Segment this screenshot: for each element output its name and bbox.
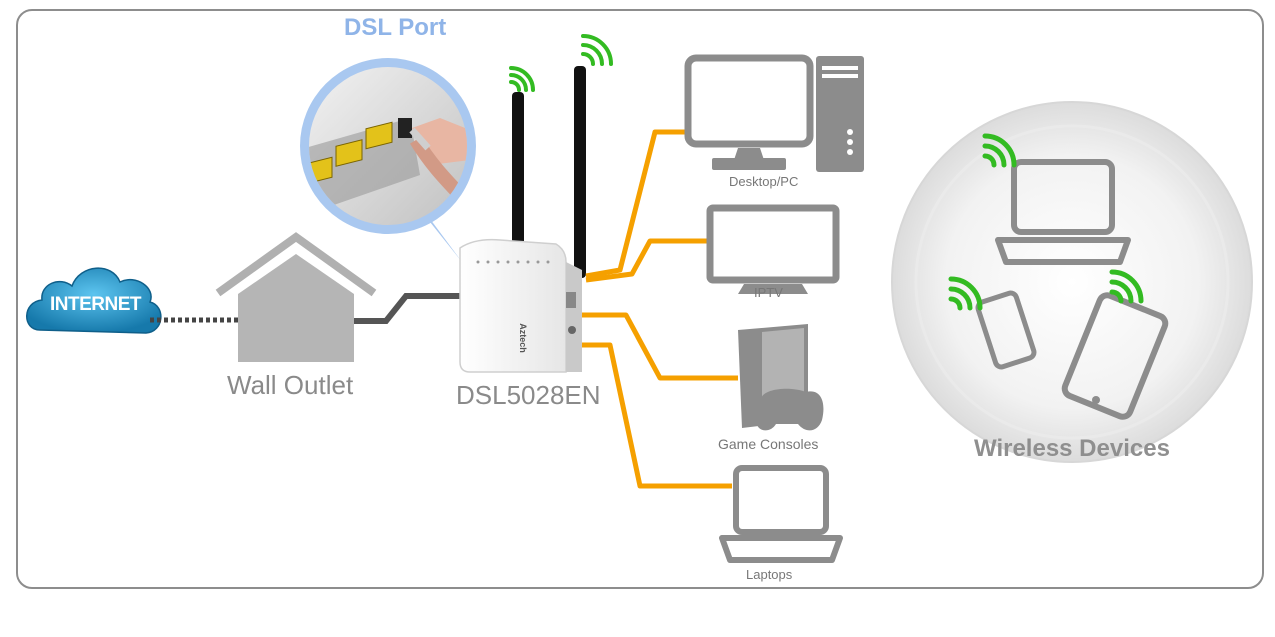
laptop-wired-icon — [719, 465, 843, 563]
internet-cloud-icon — [26, 267, 162, 334]
wall-outlet-house-icon — [215, 232, 377, 362]
wireless-devices-group — [891, 101, 1253, 463]
desktop-pc-icon — [684, 54, 864, 172]
wireless-phone-wifi-icon — [948, 276, 983, 311]
ethernet-line-desktop — [585, 129, 690, 279]
desktop-pc-label: Desktop/PC — [729, 174, 799, 189]
iptv-label: IPTV — [754, 285, 783, 300]
wall-outlet-label: Wall Outlet — [227, 370, 354, 400]
dsl-cable — [354, 293, 465, 324]
wireless-devices-label: Wireless Devices — [974, 435, 1170, 462]
wireless-tablet-icon — [1061, 292, 1169, 420]
router-brand-logo: Aztech — [517, 323, 528, 353]
router-device — [459, 238, 582, 373]
game-console-icon — [738, 324, 824, 431]
router-model-label: DSL5028EN — [456, 380, 601, 410]
router-antennas — [512, 66, 586, 278]
ethernet-line-laptop — [582, 342, 732, 489]
ethernet-line-game-console — [582, 312, 738, 381]
iptv-icon — [706, 204, 840, 294]
dsl-port-zoom-bubble — [300, 58, 476, 262]
wireless-laptop-wifi-icon — [982, 133, 1017, 168]
internet-label: INTERNET — [50, 294, 142, 315]
antenna-wifi-signal-icon — [509, 66, 535, 92]
dsl-port-label: DSL Port — [344, 14, 447, 41]
game-consoles-label: Game Consoles — [718, 436, 819, 452]
wireless-tablet-wifi-icon — [1109, 269, 1144, 304]
ethernet-line-iptv — [585, 238, 708, 283]
laptops-label: Laptops — [746, 567, 793, 582]
wireless-laptop-icon — [995, 159, 1131, 265]
antenna-wifi-signal-icon — [581, 34, 613, 66]
wireless-phone-icon — [975, 290, 1037, 370]
